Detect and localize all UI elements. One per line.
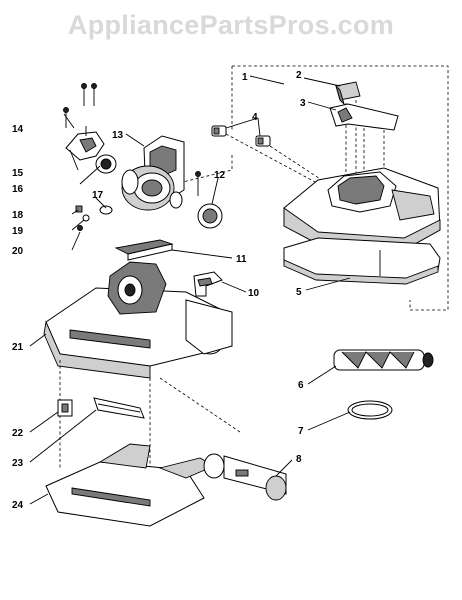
callout-3: 3	[300, 98, 306, 109]
part-18-nut[interactable]	[75, 205, 83, 213]
part-19-washer[interactable]	[82, 214, 90, 222]
callout-12: 12	[214, 170, 226, 181]
part-1-bag-housing[interactable]	[283, 167, 441, 251]
callout-10: 10	[248, 288, 260, 299]
part-22-plate[interactable]	[57, 399, 73, 417]
part-16-ring[interactable]	[95, 154, 117, 174]
callout-4: 4	[252, 112, 258, 123]
callout-19: 19	[12, 226, 24, 237]
watermark: AppliancePartsPros.com	[67, 10, 395, 40]
part-11-belt-guard[interactable]	[114, 239, 174, 261]
part-3-handle-cover[interactable]	[329, 103, 399, 131]
part-12-fan-ring[interactable]	[195, 171, 223, 229]
bag-housing-outline	[232, 65, 449, 311]
callout-21: 21	[12, 342, 24, 353]
callout-20: 20	[12, 246, 24, 257]
part-23-bar[interactable]	[93, 397, 145, 419]
callout-14: 14	[12, 124, 24, 135]
callout-23: 23	[12, 458, 24, 469]
part-6-agitator[interactable]	[333, 349, 434, 371]
part-14-screws[interactable]	[63, 83, 97, 129]
part-13-motor[interactable]	[121, 135, 185, 211]
callout-7: 7	[298, 426, 304, 437]
callout-11: 11	[236, 254, 247, 265]
part-21-base[interactable]	[43, 261, 233, 379]
part-5-bag-tray[interactable]	[283, 237, 441, 285]
leader-lines	[29, 75, 351, 505]
callout-1: 1	[242, 72, 248, 83]
callout-15: 15	[12, 168, 24, 179]
part-24-bottom-plate[interactable]	[45, 443, 216, 527]
callout-18: 18	[12, 210, 24, 221]
callout-13: 13	[112, 130, 124, 141]
callout-8: 8	[296, 454, 302, 465]
part-17-clip[interactable]	[99, 205, 113, 215]
part-2-handle-grip[interactable]	[335, 81, 361, 106]
callout-6: 6	[298, 380, 304, 391]
callout-24: 24	[12, 500, 24, 511]
part-4-clips[interactable]	[211, 125, 271, 147]
callout-17: 17	[92, 190, 104, 201]
part-7-belt[interactable]	[347, 400, 393, 420]
part-20-screw[interactable]	[77, 225, 83, 231]
callout-2: 2	[296, 70, 302, 81]
callout-16: 16	[12, 184, 24, 195]
part-15-bracket[interactable]	[65, 126, 105, 161]
part-10-bracket[interactable]	[193, 271, 223, 297]
part-8-brushroll[interactable]	[203, 453, 287, 501]
callout-22: 22	[12, 428, 24, 439]
callout-5: 5	[296, 287, 302, 298]
